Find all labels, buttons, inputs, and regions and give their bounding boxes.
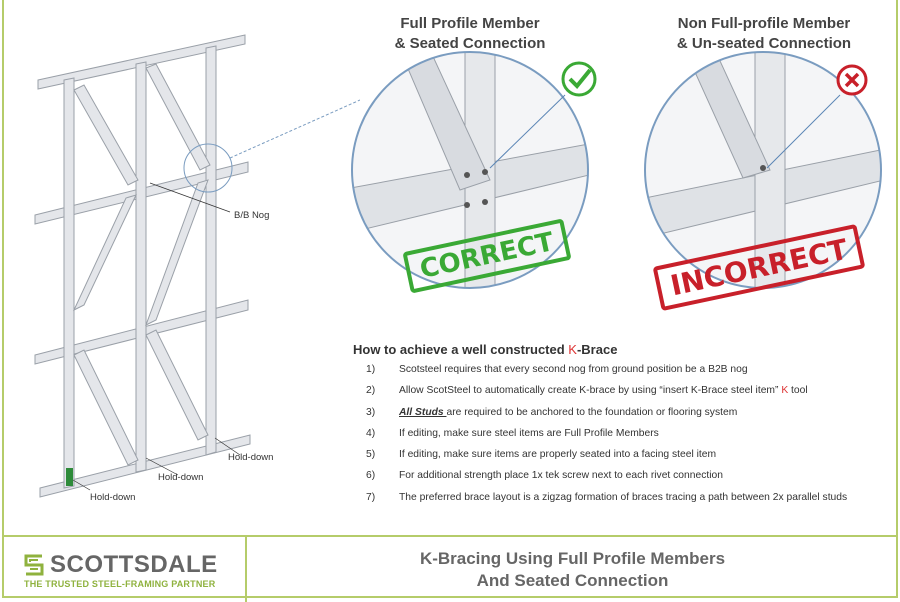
list-item: 5)If editing, make sure items are proper… bbox=[366, 449, 717, 461]
correct-detail-circle bbox=[351, 51, 589, 289]
instructions-list: 1)Scotsteel requires that every second n… bbox=[366, 364, 847, 513]
bb-nog-label: B/B Nog bbox=[234, 210, 270, 221]
hold-down-label: Hold-down bbox=[90, 492, 136, 503]
correct-title: Full Profile Member& Seated Connection bbox=[394, 15, 546, 52]
hold-down-label: Hold-down bbox=[228, 452, 274, 463]
hold-down-label: Hold-down bbox=[158, 472, 204, 483]
instructions-heading: How to achieve a well constructed K-Brac… bbox=[353, 342, 618, 357]
cross-icon bbox=[836, 64, 868, 96]
list-item: 4)If editing, make sure steel items are … bbox=[366, 427, 659, 439]
footer-divider bbox=[245, 537, 247, 602]
list-item: 2)Allow ScotSteel to automatically creat… bbox=[366, 385, 847, 406]
scottsdale-logo: SCOTTSDALE bbox=[24, 551, 218, 579]
footer: SCOTTSDALE THE TRUSTED STEEL-FRAMING PAR… bbox=[2, 535, 898, 602]
checkmark-icon bbox=[561, 61, 597, 97]
list-item: 1)Scotsteel requires that every second n… bbox=[366, 364, 748, 375]
list-item: 7)The preferred brace layout is a zigzag… bbox=[366, 491, 848, 503]
incorrect-title: Non Full-profile Member& Un-seated Conne… bbox=[676, 15, 852, 52]
logo-s-icon bbox=[24, 554, 44, 576]
wall-frame-diagram bbox=[34, 34, 360, 498]
k-brace-icon: K bbox=[568, 342, 577, 357]
tagline: THE TRUSTED STEEL-FRAMING PARTNER bbox=[24, 579, 216, 589]
list-item: 6)For additional strength place 1x tek s… bbox=[366, 470, 723, 482]
list-item: 3)All Studs are required to be anchored … bbox=[366, 406, 738, 418]
k-brace-tool-icon: K bbox=[781, 385, 789, 397]
